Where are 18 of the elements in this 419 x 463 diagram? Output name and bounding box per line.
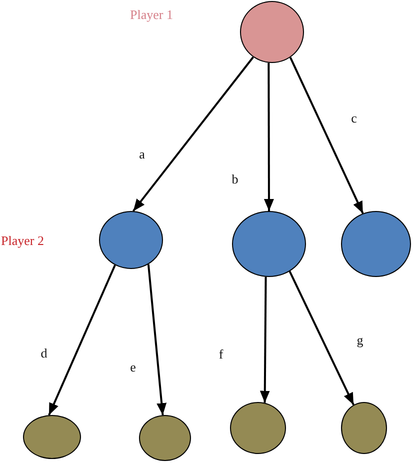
player-label: Player 2 (1, 234, 44, 247)
arrow (132, 56, 254, 212)
edge-label: c (351, 112, 357, 124)
arrow (260, 276, 270, 403)
tree-node-circle (341, 402, 387, 454)
arrow (147, 264, 167, 416)
edge-label: b (232, 172, 238, 186)
arrow (289, 56, 364, 214)
edge-label: f (218, 348, 224, 360)
edge-label: g (356, 334, 364, 346)
player-label: Player 1 (130, 8, 173, 21)
edge-label: e (130, 360, 136, 374)
edge-label: a (139, 148, 145, 160)
tree-node-circle (139, 415, 191, 461)
arrow (48, 264, 116, 416)
arrow (264, 62, 274, 211)
edge-label: d (40, 346, 48, 360)
arrow (288, 270, 354, 406)
